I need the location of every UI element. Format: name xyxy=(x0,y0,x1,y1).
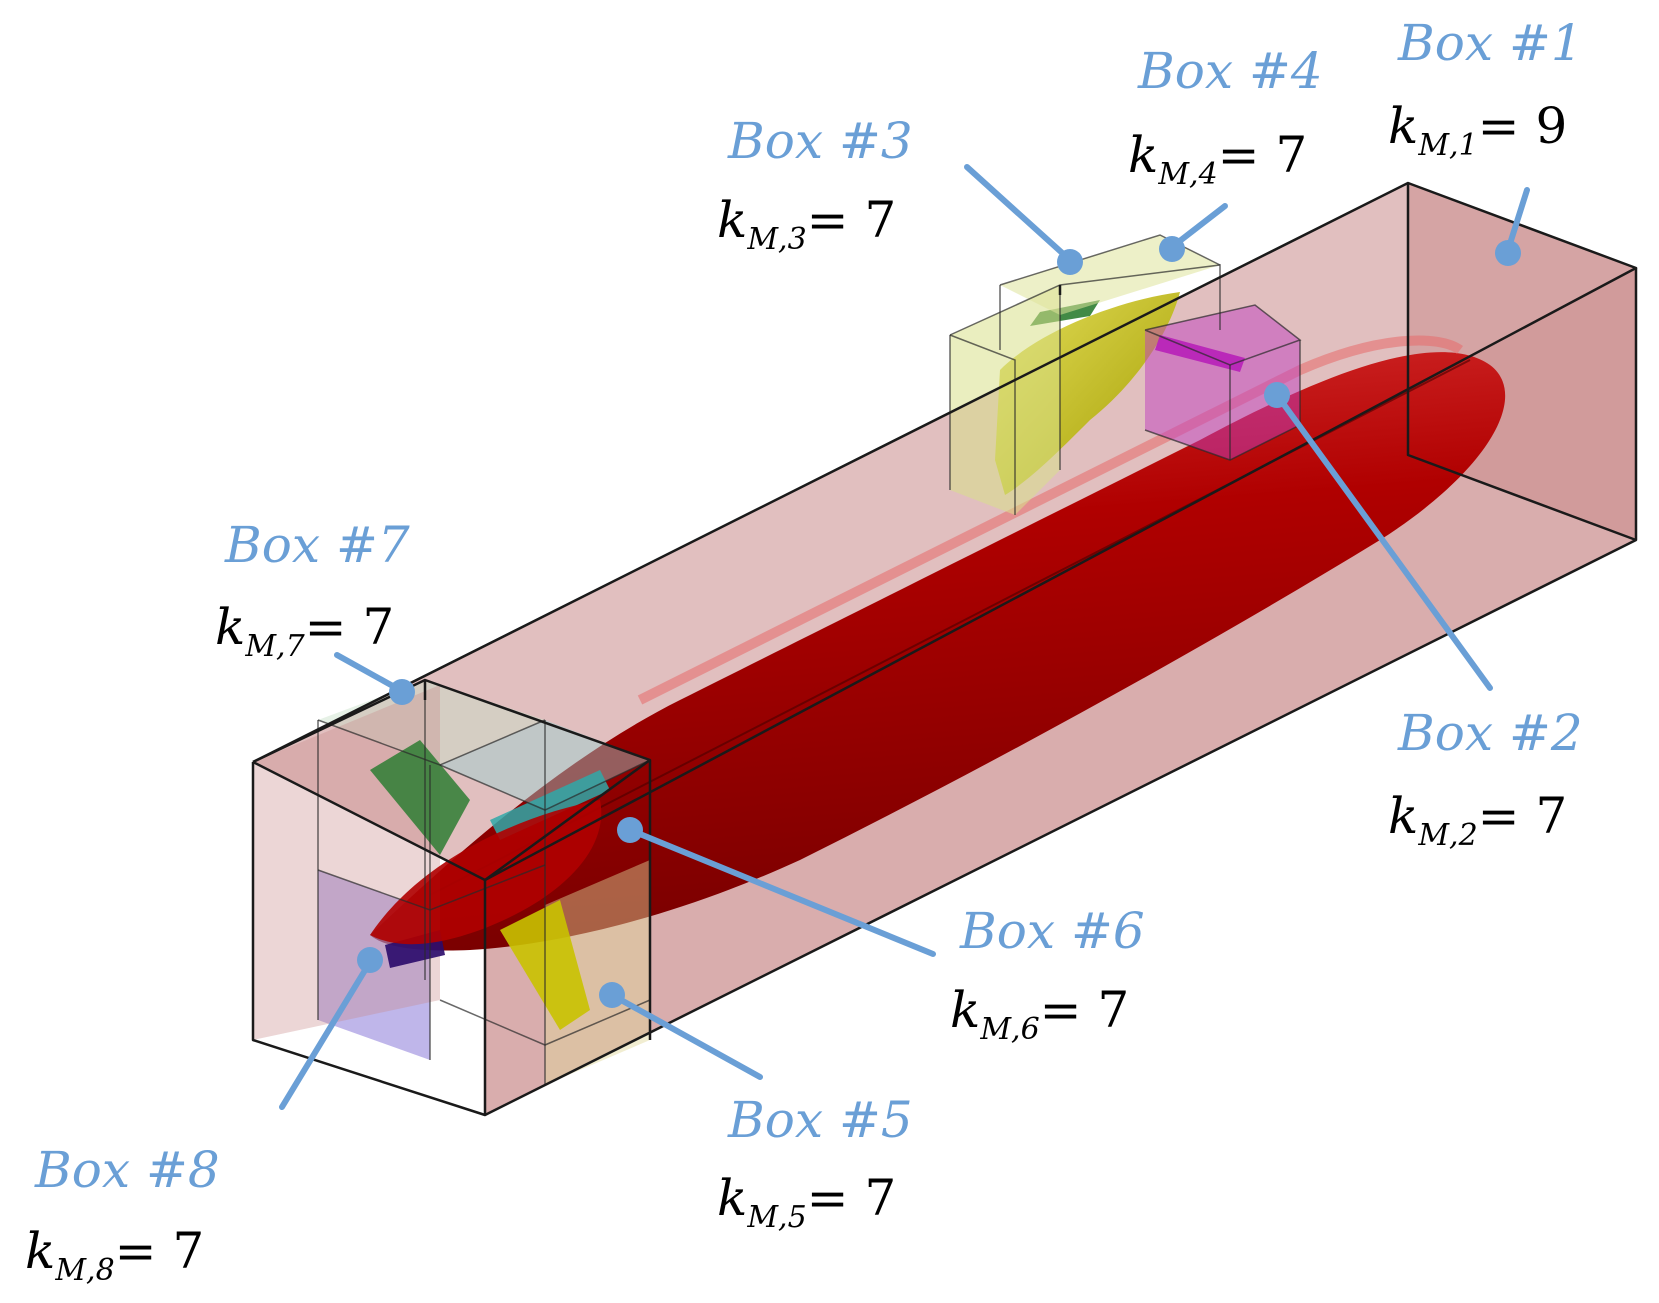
box-1-label: Box #1 kM,1= 9 xyxy=(1388,14,1583,163)
leader-dot-box-3 xyxy=(1057,249,1083,275)
box-3-k-value: kM,3= 7 xyxy=(717,191,896,257)
fin-green xyxy=(370,740,470,855)
sail-box-edges xyxy=(949,234,1302,515)
box-2-label: Box #2 kM,2= 7 xyxy=(1388,704,1583,853)
box-8-label: Box #8 kM,8= 7 xyxy=(25,1141,220,1288)
hull-highlight xyxy=(637,335,1463,705)
box-8-title: Box #8 xyxy=(34,1141,220,1199)
box-7-k-value: kM,7= 7 xyxy=(215,598,394,664)
leader-line-box-2 xyxy=(1274,392,1493,691)
box-5-label: Box #5 kM,5= 7 xyxy=(717,1091,913,1235)
box-4-k-value: kM,4= 7 xyxy=(1128,126,1307,192)
leader-dot-box-1 xyxy=(1495,240,1521,266)
leader-dot-box-8 xyxy=(357,947,383,973)
box-3-label: Box #3 kM,3= 7 xyxy=(717,112,913,257)
box-5-title: Box #5 xyxy=(727,1091,913,1149)
box-3-title: Box #3 xyxy=(727,112,913,170)
leader-lines xyxy=(279,164,1530,1110)
box-3-face xyxy=(950,285,1060,515)
box-7-label: Box #7 kM,7= 7 xyxy=(215,516,410,664)
box-1-k-value: kM,1= 9 xyxy=(1388,97,1567,163)
box-4-label: Box #4 kM,4= 7 xyxy=(1128,42,1323,192)
box-6-k-value: kM,6= 7 xyxy=(950,981,1129,1047)
leader-dot-box-5 xyxy=(599,982,625,1008)
leader-dot-box-6 xyxy=(617,817,643,843)
leader-line-box-1 xyxy=(1505,187,1530,253)
box-5-k-value: kM,5= 7 xyxy=(717,1169,896,1235)
box-6-title: Box #6 xyxy=(959,902,1145,960)
leader-dot-box-4 xyxy=(1159,236,1185,262)
box-7-title: Box #7 xyxy=(224,516,410,574)
leader-line-box-7 xyxy=(334,652,403,693)
box-2-title: Box #2 xyxy=(1397,704,1583,762)
main-box-edges xyxy=(251,181,1638,1117)
box-stern-left-face xyxy=(253,685,440,1040)
sail-boxes xyxy=(949,234,1302,515)
stern-box-edges xyxy=(317,680,651,1085)
box-8-k-value: kM,8= 7 xyxy=(25,1222,204,1288)
box-2-k-value: kM,2= 7 xyxy=(1388,787,1567,853)
box-4-title: Box #4 xyxy=(1137,42,1323,100)
box-1-title: Box #1 xyxy=(1397,14,1583,72)
leader-line-box-8 xyxy=(279,959,373,1110)
leader-dot-box-7 xyxy=(389,679,415,705)
leader-line-box-5 xyxy=(609,992,763,1080)
fin-cyan xyxy=(490,770,610,840)
leader-dot-box-2 xyxy=(1264,382,1290,408)
leader-line-box-3 xyxy=(964,164,1073,263)
hull-body xyxy=(370,352,1506,951)
box-sail-magenta-face xyxy=(1145,305,1300,460)
box-6-label: Box #6 kM,6= 7 xyxy=(950,902,1145,1047)
box-5-face xyxy=(545,860,650,1085)
leader-line-box-6 xyxy=(627,827,936,957)
